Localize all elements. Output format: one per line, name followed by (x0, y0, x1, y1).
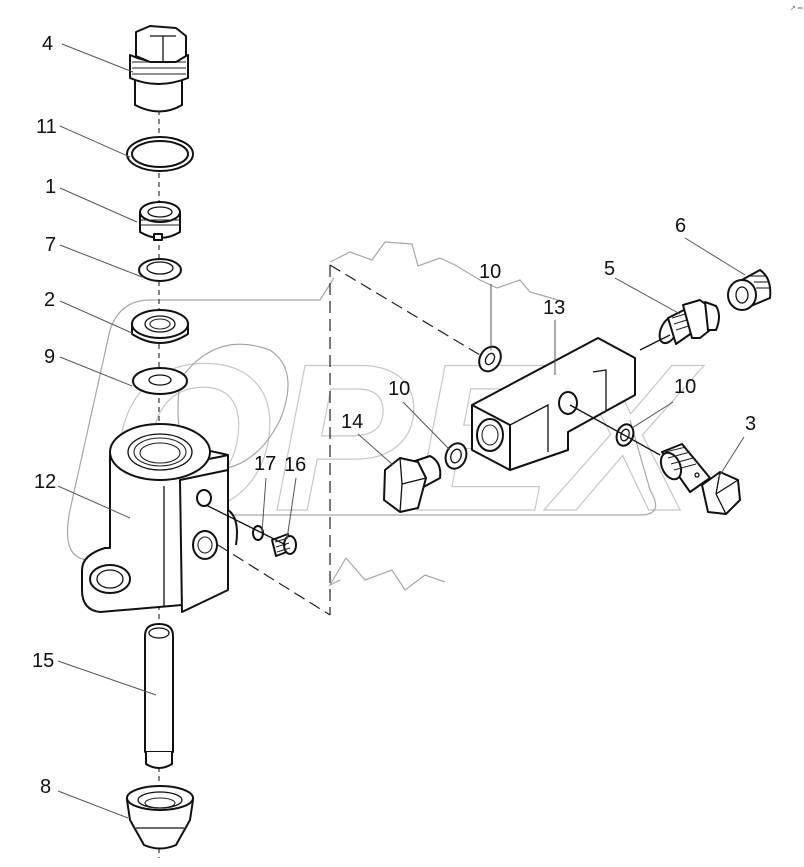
callout-c4: 4 (42, 33, 134, 73)
part-10-washer-left (444, 442, 468, 470)
callout-label: 7 (45, 234, 56, 256)
callout-label: 6 (675, 215, 686, 237)
axis-bolt-3 (569, 404, 661, 456)
assembly-line-diagonal-bottom (217, 544, 331, 616)
leader-line (631, 401, 674, 429)
part-3-banjo-bolt (659, 443, 741, 515)
leader-line (717, 436, 745, 479)
callout-c10a: 10 (479, 261, 501, 350)
part-16-plug-screw (271, 533, 297, 557)
part-13-block (471, 337, 636, 471)
part-4-hex-plug (129, 25, 189, 113)
callout-label: 8 (40, 776, 51, 798)
leader-line (57, 660, 157, 696)
part-10-washer-top (478, 345, 502, 373)
callout-label: 15 (32, 650, 54, 672)
callout-c12: 12 (34, 471, 131, 519)
leader-line (59, 300, 133, 334)
callout-c3: 3 (717, 413, 756, 479)
part-12-valve-body (81, 423, 238, 613)
callout-c9: 9 (44, 346, 133, 387)
callout-label: 2 (44, 289, 55, 311)
leader-line (57, 485, 131, 519)
callout-c6: 6 (675, 215, 746, 276)
part-7-seal-ring (138, 258, 182, 282)
part-5-fitting (658, 299, 720, 345)
part-2-nut (131, 309, 189, 344)
part-9-washer (132, 367, 188, 395)
leader-line (57, 790, 129, 819)
callout-label: 9 (44, 346, 55, 368)
part-6-nut (727, 269, 772, 311)
callout-label: 10 (479, 261, 501, 283)
callout-c16: 16 (284, 454, 306, 540)
leader-line (59, 356, 133, 387)
axis-16-17 (205, 504, 287, 546)
callout-label: 16 (284, 454, 306, 476)
leader-line (59, 244, 143, 278)
callout-c14: 14 (341, 411, 394, 466)
callout-c10c: 10 (631, 376, 696, 429)
leader-line (357, 433, 394, 466)
assembly-line-diagonal-top (329, 264, 481, 356)
callout-label: 13 (543, 297, 565, 319)
part-11-o-ring (126, 136, 194, 172)
leader-line (614, 277, 681, 315)
leader-line (261, 477, 267, 533)
callout-c5: 5 (604, 258, 681, 315)
callout-c11: 11 (36, 116, 131, 158)
part-15-pin (144, 623, 174, 769)
callout-label: 12 (34, 471, 56, 493)
leader-line (684, 237, 746, 276)
callout-label: 5 (604, 258, 615, 280)
callout-c1: 1 (45, 176, 138, 223)
callout-c17: 17 (254, 453, 276, 533)
leader-line (59, 125, 131, 158)
leader-line (61, 43, 134, 73)
part-1-bushing (139, 201, 181, 241)
callout-label: 17 (254, 453, 276, 475)
leader-line (402, 401, 451, 451)
callout-label: 10 (674, 376, 696, 398)
callout-c13: 13 (543, 297, 565, 375)
callout-c10b: 10 (388, 378, 451, 451)
callout-c8: 8 (40, 776, 129, 819)
callout-label: 4 (42, 33, 53, 55)
callout-c7: 7 (45, 234, 143, 278)
corner-mark: ↗ ═ (790, 5, 803, 12)
callout-c2: 2 (44, 289, 133, 334)
callout-label: 10 (388, 378, 410, 400)
callout-c15: 15 (32, 650, 157, 696)
callout-label: 14 (341, 411, 363, 433)
part-8-cap (126, 785, 194, 850)
callout-label: 3 (745, 413, 756, 435)
part-14-hex-bolt (383, 455, 442, 513)
leader-line (59, 187, 138, 223)
callout-label: 1 (45, 176, 56, 198)
leader-line (286, 477, 297, 540)
axis-fitting-6 (639, 334, 671, 351)
callout-label: 11 (36, 116, 57, 138)
